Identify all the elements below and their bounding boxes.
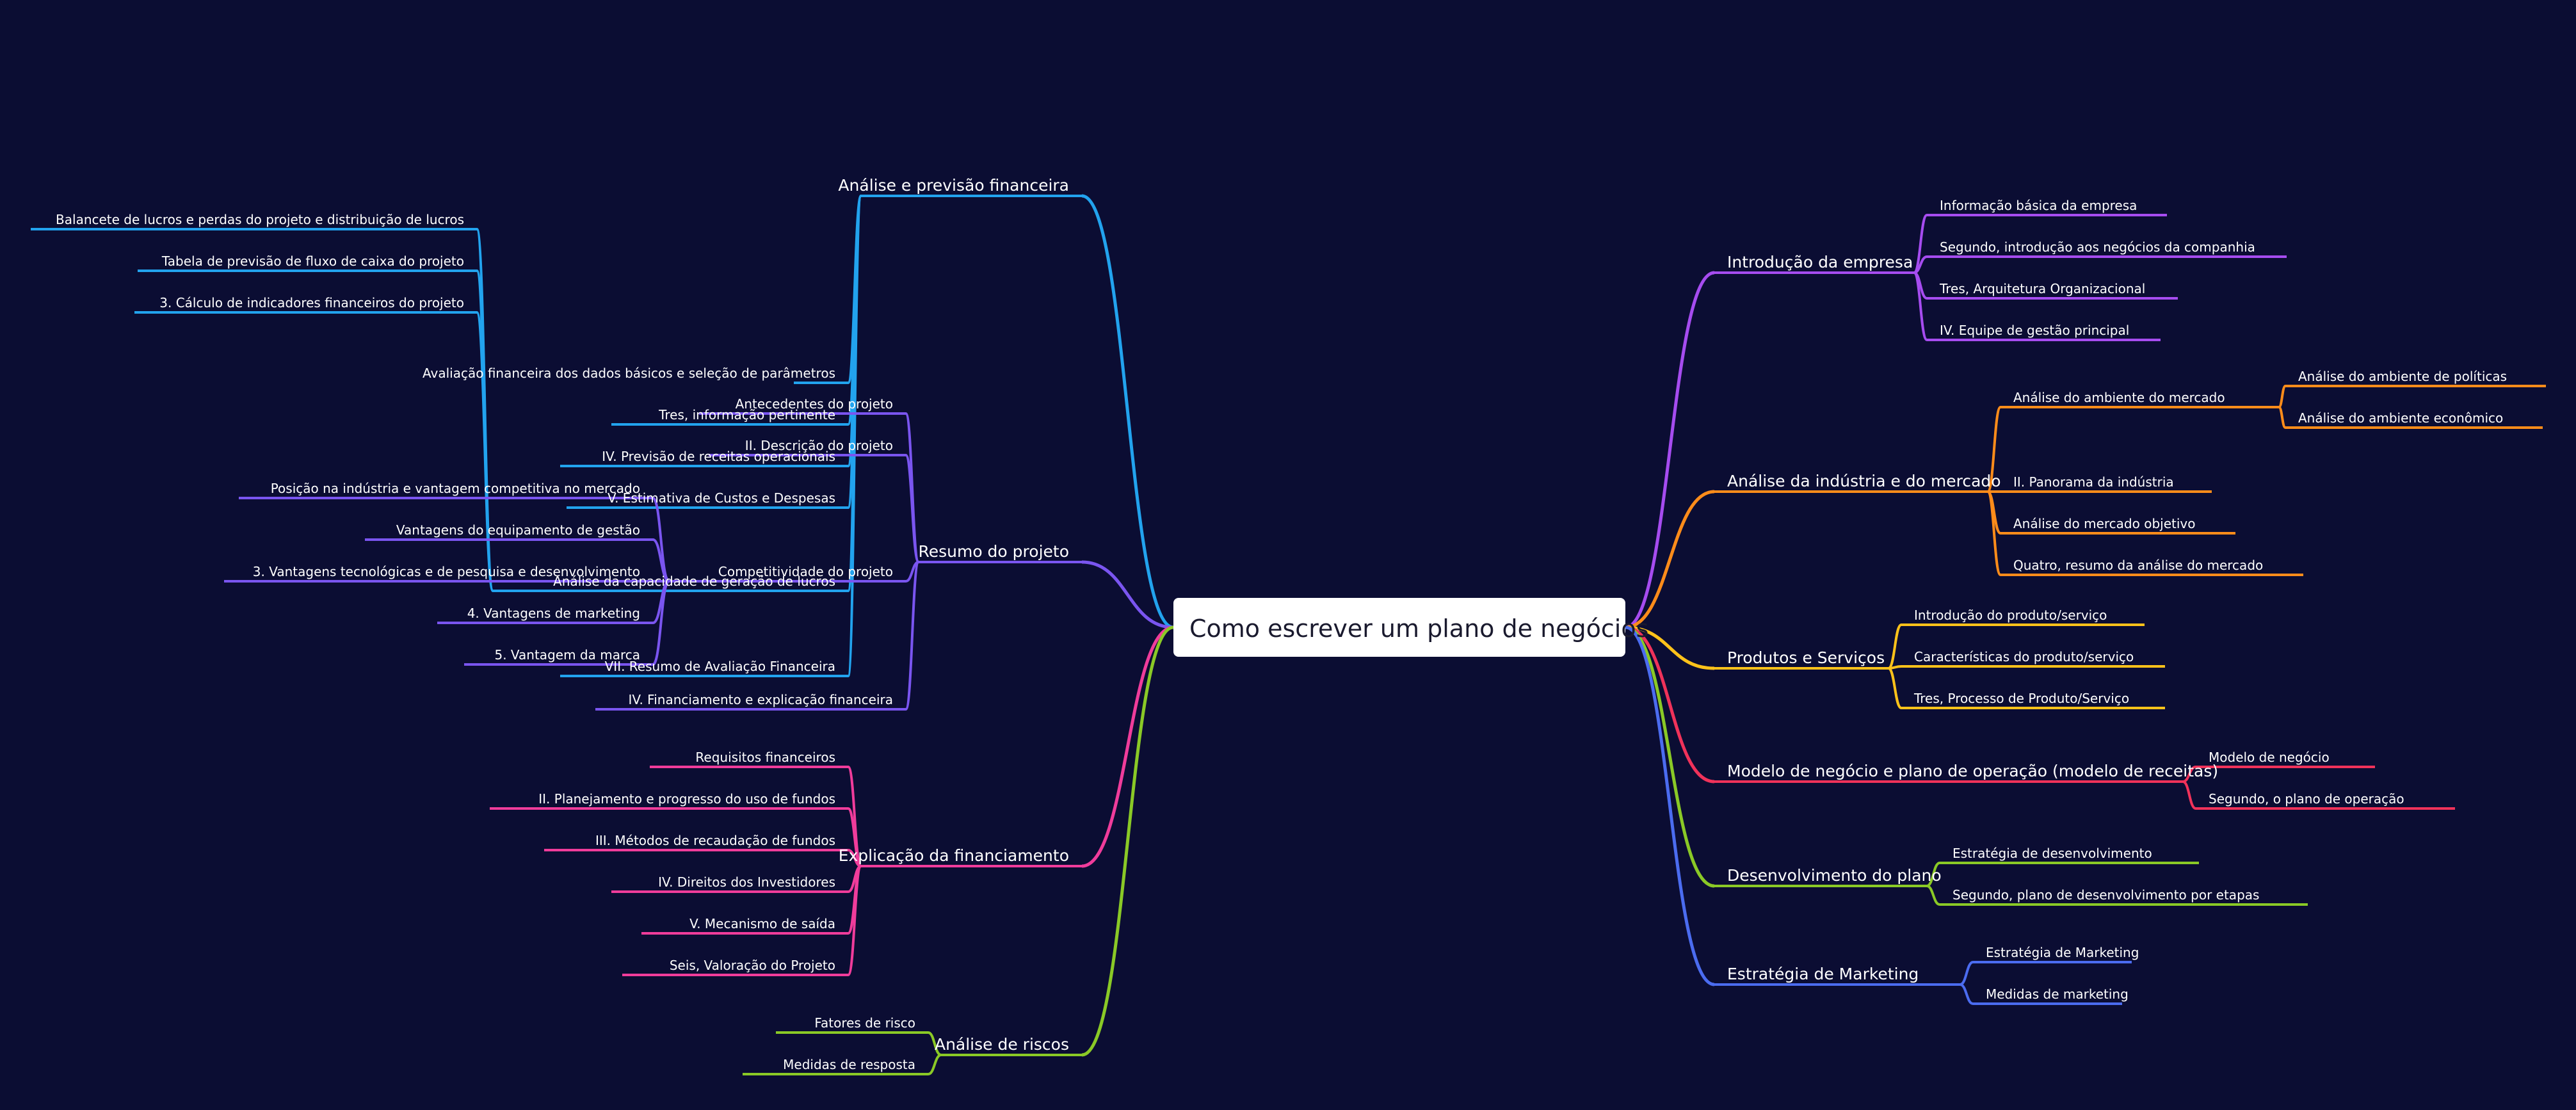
- item-connector: [928, 1054, 942, 1075]
- root-topic[interactable]: Como escrever um plano de negócios: [1189, 615, 1648, 643]
- subtopic-item[interactable]: Balancete de lucros e perdas do projeto …: [56, 212, 464, 227]
- branch-connector-fin: [1081, 194, 1174, 629]
- topic-item[interactable]: Competitividade do projeto: [718, 564, 893, 579]
- subitem-connector: [2278, 406, 2287, 429]
- subtopic-item[interactable]: 3. Cálculo de indicadores financeiros do…: [159, 295, 464, 310]
- branch-res[interactable]: Resumo do projeto: [918, 542, 1069, 561]
- topic-item[interactable]: IV. Financiamento e explicação financeir…: [628, 692, 893, 707]
- item-connector: [1960, 983, 1974, 1005]
- topic-item[interactable]: Tres, informação pertinente: [658, 407, 835, 422]
- topic-item[interactable]: Segundo, plano de desenvolvimento por et…: [1952, 887, 2259, 903]
- topic-item[interactable]: Segundo, o plano de operação: [2209, 791, 2404, 807]
- topic-item[interactable]: Segundo, introdução aos negócios da comp…: [1940, 239, 2255, 255]
- subtopic-item[interactable]: Vantagens do equipamento de gestão: [396, 522, 640, 538]
- topic-item[interactable]: Avaliação financeira dos dados básicos e…: [423, 366, 835, 381]
- topic-item[interactable]: Estratégia de Marketing: [1986, 945, 2139, 960]
- branch-fund[interactable]: Explicação da financiamento: [839, 846, 1069, 865]
- branch-connector-mkt: [1625, 625, 1715, 986]
- item-connector: [1913, 271, 1928, 341]
- topic-item[interactable]: II. Descrição do projeto: [745, 438, 893, 453]
- topic-item[interactable]: Características do produto/serviço: [1914, 649, 2134, 664]
- subtopic-item[interactable]: Análise do ambiente de políticas: [2298, 369, 2507, 384]
- item-connector: [1960, 961, 1974, 986]
- topic-item[interactable]: Modelo de negócio: [2209, 750, 2330, 765]
- branch-connector-model: [1625, 625, 1715, 784]
- subtopic-item[interactable]: Análise do ambiente econômico: [2298, 410, 2503, 426]
- item-connector: [1986, 406, 2002, 493]
- topic-item[interactable]: Seis, Valoração do Projeto: [670, 958, 835, 973]
- topic-item[interactable]: II. Panorama da indústria: [2013, 474, 2174, 490]
- subtopic-item[interactable]: 3. Vantagens tecnológicas e de pesquisa …: [253, 564, 640, 579]
- topic-item[interactable]: III. Métodos de recaudação de fundos: [595, 833, 835, 848]
- subitem-connector: [652, 580, 670, 666]
- branch-prod[interactable]: Produtos e Serviços: [1727, 648, 1885, 667]
- item-connector: [847, 865, 862, 976]
- branch-intro[interactable]: Introdução da empresa: [1727, 253, 1913, 271]
- branch-connector-dev: [1625, 625, 1715, 888]
- branch-connector-ind: [1625, 490, 1715, 629]
- branch-connector-risk: [1081, 625, 1174, 1057]
- topic-nodes: Como escrever um plano de negócios Análi…: [56, 176, 2507, 1072]
- item-connector: [905, 454, 920, 563]
- topic-item[interactable]: Requisitos financeiros: [695, 750, 835, 765]
- branch-connector-res: [1081, 560, 1174, 629]
- topic-item[interactable]: Medidas de resposta: [783, 1057, 915, 1072]
- topic-item[interactable]: Análise da capacidade de geração de lucr…: [553, 574, 835, 589]
- topic-item[interactable]: V. Mecanismo de saída: [689, 916, 835, 931]
- branch-connector-prod: [1625, 625, 1715, 670]
- branch-ind[interactable]: Análise da indústria e do mercado: [1727, 472, 2001, 490]
- topic-item[interactable]: Informação básica da empresa: [1940, 198, 2137, 213]
- root-node[interactable]: [1173, 598, 1625, 657]
- topic-item[interactable]: IV. Equipe de gestão principal: [1940, 323, 2129, 338]
- topic-item[interactable]: Medidas de marketing: [1986, 986, 2129, 1002]
- topic-item[interactable]: V. Estimativa de Custos e Despesas: [608, 490, 835, 506]
- item-connector: [905, 412, 920, 563]
- topic-item[interactable]: IV. Direitos dos Investidores: [658, 874, 835, 890]
- item-connector: [1887, 667, 1903, 709]
- topic-item[interactable]: VII. Resumo de Avaliação Financeira: [605, 659, 835, 674]
- item-connector: [1986, 490, 2002, 576]
- topic-item[interactable]: Tres, Processo de Produto/Serviço: [1913, 691, 2129, 706]
- subitem-connector: [476, 311, 494, 592]
- item-connector: [1887, 623, 1903, 670]
- branch-risk[interactable]: Análise de riscos: [935, 1035, 1069, 1054]
- item-connector: [905, 561, 920, 711]
- subtopic-item[interactable]: 5. Vantagem da marca: [494, 647, 640, 663]
- subtopic-item[interactable]: Tabela de previsão de fluxo de caixa do …: [161, 253, 464, 269]
- branch-mkt[interactable]: Estratégia de Marketing: [1727, 965, 1919, 983]
- subtopic-item[interactable]: Posição na indústria e vantagem competit…: [271, 481, 640, 496]
- connector-lines: [31, 194, 2546, 1075]
- branch-fin[interactable]: Análise e previsão financeira: [838, 176, 1069, 195]
- topic-item[interactable]: Quatro, resumo da análise do mercado: [2013, 558, 2263, 573]
- topic-item[interactable]: Estratégia de desenvolvimento: [1952, 846, 2152, 861]
- topic-item[interactable]: Tres, Arquitetura Organizacional: [1939, 281, 2145, 296]
- topic-item[interactable]: Análise do ambiente do mercado: [2013, 390, 2225, 405]
- topic-item[interactable]: II. Planejamento e progresso do uso de f…: [538, 791, 835, 807]
- topic-item[interactable]: IV. Previsão de receitas operacionais: [602, 449, 835, 464]
- branch-dev[interactable]: Desenvolvimento do plano: [1727, 866, 1942, 885]
- topic-item[interactable]: Fatores de risco: [814, 1015, 915, 1031]
- branch-connector-fund: [1081, 625, 1174, 868]
- item-connector: [847, 195, 862, 677]
- topic-item[interactable]: Análise do mercado objetivo: [2013, 516, 2195, 531]
- topic-item[interactable]: Introdução do produto/serviço: [1914, 607, 2107, 623]
- branch-model[interactable]: Modelo de negócio e plano de operação (m…: [1727, 762, 2218, 780]
- item-connector: [1926, 885, 1940, 906]
- item-connector: [2182, 780, 2196, 810]
- topic-item[interactable]: Antecedentes do projeto: [736, 396, 893, 412]
- subtopic-item[interactable]: 4. Vantagens de marketing: [467, 606, 640, 621]
- subitem-connector: [2278, 385, 2287, 408]
- branch-connector-intro: [1625, 271, 1715, 629]
